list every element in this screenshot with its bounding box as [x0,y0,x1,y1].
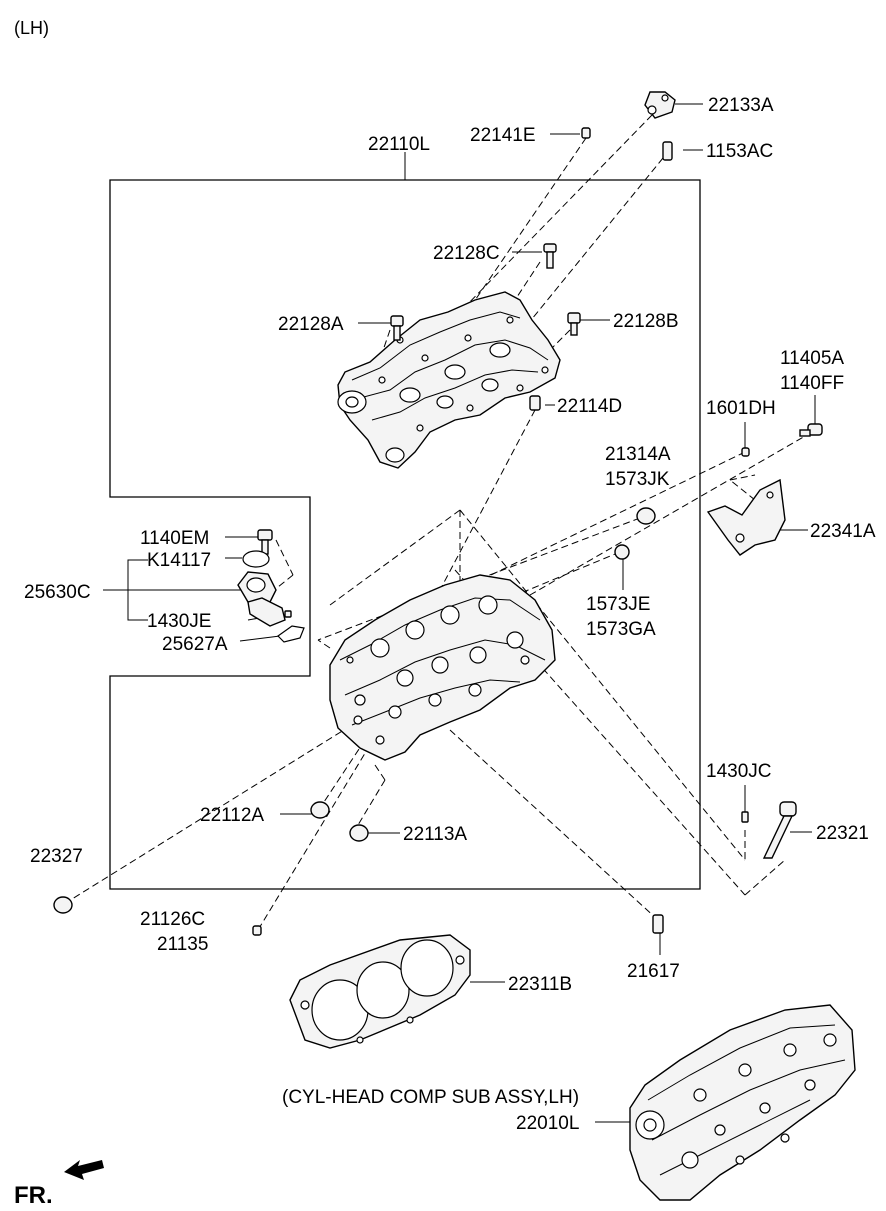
side-indicator: (LH) [14,18,49,38]
label-1430JE: 1430JE [147,611,211,632]
part-22321 [762,801,797,859]
part-22327 [53,896,73,914]
part-1430JE [284,610,292,618]
label-22327: 22327 [30,846,83,867]
part-22128B [567,312,581,336]
label-22112A: 22112A [200,805,264,826]
label-K14117: K14117 [147,550,211,571]
label-21617: 21617 [627,961,680,982]
label-1153AC: 1153AC [706,141,773,162]
part-25630C [237,571,286,627]
label-1573JK: 1573JK [605,469,670,490]
part-22141E [581,127,591,139]
part-22113A [349,824,369,842]
label-22321: 22321 [816,823,869,844]
part-K14117 [242,550,270,568]
label-subassy: (CYL-HEAD COMP SUB ASSY,LH) [282,1087,579,1108]
label-22311B: 22311B [508,974,572,995]
label-22341A: 22341A [810,521,876,542]
label-21126C: 21126C [140,909,205,930]
part-1601DH [741,447,750,457]
label-1601DH: 1601DH [706,398,776,419]
label-22141E: 22141E [470,125,536,146]
label-22113A: 22113A [403,824,467,845]
label-1573GA: 1573GA [586,619,656,640]
part-1573JE [614,544,630,560]
label-21135: 21135 [157,934,208,955]
label-22114D: 22114D [557,396,622,417]
assembly-boundary-box [109,179,701,890]
part-22341A [706,478,786,556]
label-21314A: 21314A [605,444,671,465]
label-22128C: 22128C [433,243,500,264]
part-11405A [799,423,823,437]
part-22010L-head-sub-assy [629,1004,856,1201]
part-22112A [310,801,330,819]
part-25627A [277,625,305,643]
label-25630C: 25630C [24,582,91,603]
front-direction-arrow [64,1160,104,1180]
part-1430JC [741,811,749,823]
part-21314A [636,507,656,525]
part-22128C [543,243,557,269]
label-22128B: 22128B [613,311,679,332]
label-22133A: 22133A [708,95,774,116]
label-22110L: 22110L [368,134,430,155]
label-25627A: 25627A [162,634,228,655]
label-22128A: 22128A [278,314,344,335]
cylinder-head-body [329,574,556,761]
part-22114D [529,395,541,411]
label-22010L: 22010L [516,1113,579,1134]
part-21126C [252,925,262,936]
part-22128A [390,315,404,341]
part-21617 [652,914,664,934]
front-direction-label: FR. [14,1182,53,1209]
camshaft-carrier-22110L [337,291,561,469]
part-labels: 22133A 22141E 1153AC 22110L 22128C 22128… [14,95,876,1209]
label-11405A: 11405A [780,348,844,369]
part-22133A [644,91,676,119]
label-1140FF: 1140FF [780,373,844,394]
label-1430JC: 1430JC [706,761,772,782]
part-1140EM [257,529,273,555]
part-22311B-head-gasket [289,934,471,1049]
part-1153AC [662,141,673,161]
label-1573JE: 1573JE [586,594,650,615]
label-1140EM: 1140EM [140,528,209,549]
